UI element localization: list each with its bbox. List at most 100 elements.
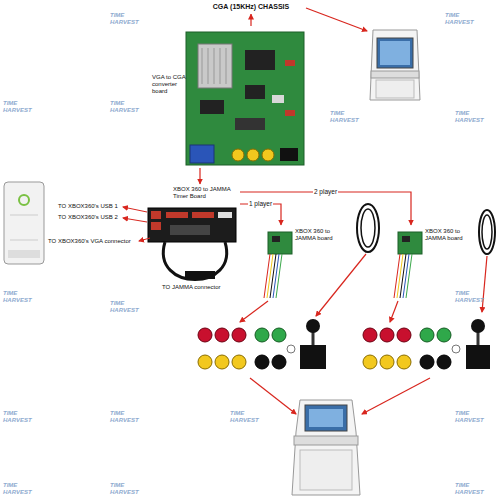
timer-board-picture <box>148 208 236 242</box>
converter-board-picture <box>245 50 275 70</box>
converter-board-picture <box>202 48 203 84</box>
jamma-cable <box>163 242 226 280</box>
converter-board-picture <box>285 60 295 66</box>
arcade-cabinet-top <box>377 38 413 68</box>
wire-harness <box>361 209 375 247</box>
watermark: TIME HARVEST <box>445 12 479 25</box>
wire-harness <box>394 254 400 298</box>
arrows-to-controls <box>390 301 398 322</box>
buttons <box>452 345 460 353</box>
converter-board: VGA to CGA converter board <box>150 26 306 168</box>
converter-board-picture <box>232 149 244 161</box>
arcade-cabinet-bottom <box>292 400 360 495</box>
xbox-console <box>19 195 29 205</box>
timer-board-picture <box>218 212 232 218</box>
timer-board-picture <box>170 225 210 235</box>
buttons <box>198 328 460 369</box>
arrows-to-controls <box>482 256 487 312</box>
buttons <box>380 328 394 342</box>
wire-harness <box>403 254 409 298</box>
joysticks <box>300 345 326 369</box>
leader-lines <box>123 207 147 212</box>
edge-label: 1 player <box>248 200 273 207</box>
arcade-cabinet-top <box>370 30 420 100</box>
node-text: VGA to CGA converter board <box>152 74 186 95</box>
arrows-to-controls <box>240 254 487 322</box>
arrows-to-controls <box>240 301 268 322</box>
timer-board-picture <box>151 222 161 230</box>
buttons <box>255 355 269 369</box>
jamma-board: XBOX 360 to JAMMA board <box>395 225 480 261</box>
converter-board-picture <box>220 48 221 84</box>
buttons <box>255 328 269 342</box>
converter-board-picture <box>235 118 265 130</box>
arcade-cabinet-bottom <box>309 409 343 427</box>
wire-harness <box>264 254 270 298</box>
chassis-arrow <box>306 8 367 31</box>
converter-board-picture <box>200 100 224 114</box>
player-board-pictures <box>268 232 292 254</box>
timer-board-picture <box>192 212 214 218</box>
watermark: TIME HARVEST <box>330 110 364 123</box>
watermark: TIME HARVEST <box>110 482 144 495</box>
timer-board-picture <box>148 208 236 242</box>
timer-board-picture <box>166 212 188 218</box>
wire-harness <box>273 254 279 298</box>
watermark: TIME HARVEST <box>110 12 144 25</box>
converter-board-picture <box>262 149 274 161</box>
buttons <box>215 328 229 342</box>
arrows-to-cabinet <box>250 378 296 414</box>
watermark: TIME HARVEST <box>3 100 37 113</box>
cable-label: TO XBOX360's USB 2 <box>58 214 118 221</box>
watermark: TIME HARVEST <box>3 410 37 423</box>
jamma-cable <box>185 271 215 279</box>
converter-board-picture <box>226 48 227 84</box>
joysticks <box>466 345 490 369</box>
arcade-cabinet-bottom <box>300 450 352 490</box>
joysticks <box>471 319 485 333</box>
arrows-to-cabinet <box>362 378 430 414</box>
leader-lines <box>123 218 147 222</box>
wire-harness <box>357 204 379 252</box>
watermark: TIME HARVEST <box>110 300 144 313</box>
buttons <box>437 355 451 369</box>
player-board-pictures <box>402 236 410 242</box>
signal-connector <box>240 192 411 225</box>
converter-board-picture <box>245 85 265 99</box>
wire-harness <box>397 254 403 298</box>
watermark: TIME HARVEST <box>3 290 37 303</box>
wire-harness <box>400 254 406 298</box>
joysticks <box>300 319 490 369</box>
arrows-to-controls <box>316 254 366 316</box>
wire-harness <box>264 204 495 298</box>
watermark: TIME HARVEST <box>455 482 489 495</box>
buttons <box>363 355 377 369</box>
watermark: TIME HARVEST <box>230 410 264 423</box>
wire-harness <box>406 254 412 298</box>
arcade-cabinet-bottom <box>294 436 358 445</box>
cable-label: TO XBOX360's VGA connector <box>48 238 131 245</box>
xbox-console <box>4 182 44 264</box>
arcade-cabinet-top <box>370 30 420 100</box>
timer-board-picture <box>151 211 161 219</box>
buttons <box>363 328 377 342</box>
wire-harness <box>482 215 492 249</box>
jamma-cable <box>163 242 226 280</box>
leader-lines <box>139 238 150 241</box>
chassis-heading: CGA (15KHz) CHASSIS <box>196 2 306 14</box>
arcade-cabinet-top <box>380 41 410 65</box>
node-text: XBOX 360 to JAMMA Timer Board <box>173 186 238 200</box>
wire-harness <box>267 254 273 298</box>
arcade-cabinet-top <box>376 80 414 98</box>
signal-connector <box>199 168 200 184</box>
converter-board-picture <box>247 149 259 161</box>
edge-label: 2 player <box>313 188 338 195</box>
watermark: TIME HARVEST <box>3 482 37 495</box>
node-text: XBOX 360 to JAMMA board <box>425 228 478 242</box>
watermark: TIME HARVEST <box>455 290 489 303</box>
signal-connector <box>250 14 251 26</box>
